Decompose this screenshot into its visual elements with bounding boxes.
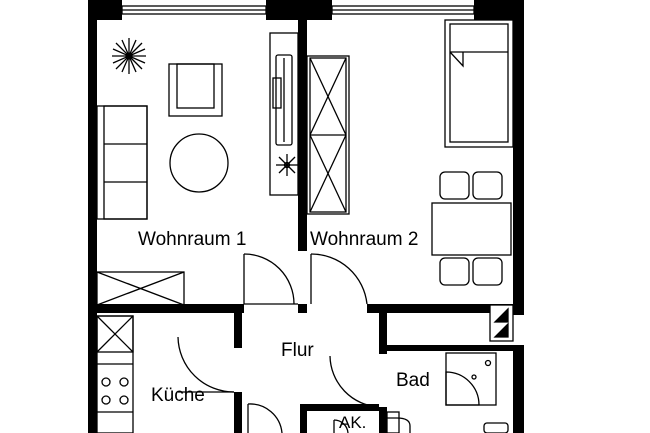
door-wohnraum-2 xyxy=(310,253,368,305)
plant-icon xyxy=(112,38,146,74)
wardrobe xyxy=(306,55,350,215)
door-wohnraum-1 xyxy=(243,253,298,305)
label-abstellkammer: AK. xyxy=(339,413,366,432)
kitchen-counter xyxy=(96,315,134,433)
tv-cabinet xyxy=(269,32,299,196)
label-wohnraum-1: Wohnraum 1 xyxy=(138,229,246,250)
bed xyxy=(444,19,514,148)
dining-table xyxy=(431,171,512,286)
small-plant-icon xyxy=(276,154,298,176)
toilet xyxy=(483,422,509,433)
cabinet-wohnraum-1 xyxy=(96,271,185,306)
door-bad xyxy=(329,355,380,408)
sofa xyxy=(96,105,148,220)
windows xyxy=(121,5,475,15)
stove-icon xyxy=(101,377,129,405)
outer-walls xyxy=(88,0,524,433)
label-wohnraum-2: Wohnraum 2 xyxy=(310,229,418,250)
door-ak xyxy=(333,419,349,433)
label-kueche: Küche xyxy=(151,385,205,406)
door-flur-bottom xyxy=(247,403,283,433)
round-table xyxy=(169,133,229,193)
label-bad: Bad xyxy=(396,370,430,391)
shower xyxy=(445,352,497,406)
armchair xyxy=(168,63,223,117)
label-flur: Flur xyxy=(281,340,314,361)
door-kueche xyxy=(177,336,235,393)
washbasin xyxy=(386,411,411,433)
shaft xyxy=(489,304,514,342)
